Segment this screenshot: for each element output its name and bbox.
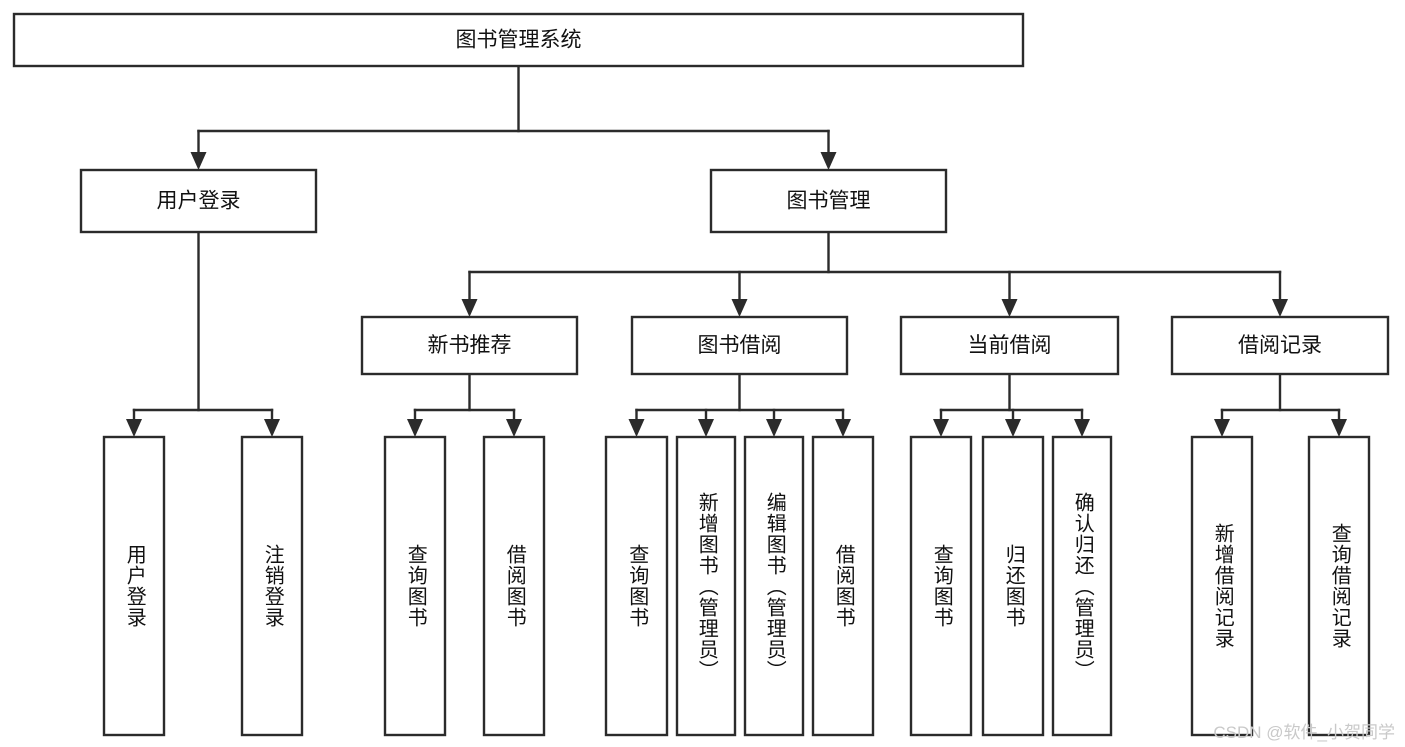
level2-node-label-1: 图书管理 — [787, 190, 871, 213]
arrow-head — [933, 419, 949, 437]
level3-node-label-1: 图书借阅 — [698, 334, 782, 357]
arrow-head — [1074, 419, 1090, 437]
root-node-label: 图书管理系统 — [456, 29, 582, 52]
level2-node-label-0: 用户登录 — [157, 190, 241, 213]
leaf-node-box-9[interactable] — [981, 435, 1045, 737]
leaf-node-box-8[interactable] — [909, 435, 973, 737]
arrow-head — [835, 419, 851, 437]
level2-node-box-0[interactable] — [79, 168, 318, 234]
arrow-head — [190, 152, 207, 170]
boxes-layer — [12, 12, 1390, 737]
root-node-box[interactable] — [12, 12, 1025, 68]
arrow-head — [506, 419, 522, 437]
leaf-node-box-5[interactable] — [675, 435, 737, 737]
watermark-text: CSDN @软件_小贺同学 — [1213, 723, 1395, 742]
arrow-head — [461, 299, 478, 317]
arrow-head — [126, 419, 142, 437]
arrow-head — [731, 299, 748, 317]
level3-node-box-1[interactable] — [630, 315, 849, 376]
level2-node-box-1[interactable] — [709, 168, 948, 234]
leaf-node-box-7[interactable] — [811, 435, 875, 737]
arrow-head — [1331, 419, 1347, 437]
arrow-head — [1001, 299, 1018, 317]
leaf-node-box-4[interactable] — [604, 435, 669, 737]
leaf-node-box-12[interactable] — [1307, 435, 1371, 737]
level3-node-box-2[interactable] — [899, 315, 1120, 376]
arrow-head — [1272, 299, 1288, 317]
arrow-head — [766, 419, 782, 437]
arrow-head — [820, 152, 837, 170]
arrow-head — [1214, 419, 1230, 437]
leaf-node-box-0[interactable] — [102, 435, 166, 737]
leaf-node-box-2[interactable] — [383, 435, 447, 737]
arrow-head — [698, 419, 714, 437]
level3-node-box-3[interactable] — [1170, 315, 1390, 376]
edges-layer — [126, 64, 1347, 437]
level3-node-label-2: 当前借阅 — [968, 334, 1052, 357]
level3-node-label-0: 新书推荐 — [428, 334, 512, 357]
arrow-head — [407, 419, 423, 437]
leaf-node-box-10[interactable] — [1051, 435, 1113, 737]
level3-node-label-3: 借阅记录 — [1238, 334, 1322, 357]
level3-node-box-0[interactable] — [360, 315, 579, 376]
arrow-head — [264, 419, 280, 437]
leaf-node-box-1[interactable] — [240, 435, 304, 737]
leaf-node-box-6[interactable] — [743, 435, 805, 737]
leaf-node-box-3[interactable] — [482, 435, 546, 737]
leaf-node-box-11[interactable] — [1190, 435, 1254, 737]
arrow-head — [1005, 419, 1021, 437]
arrow-head — [628, 419, 645, 437]
